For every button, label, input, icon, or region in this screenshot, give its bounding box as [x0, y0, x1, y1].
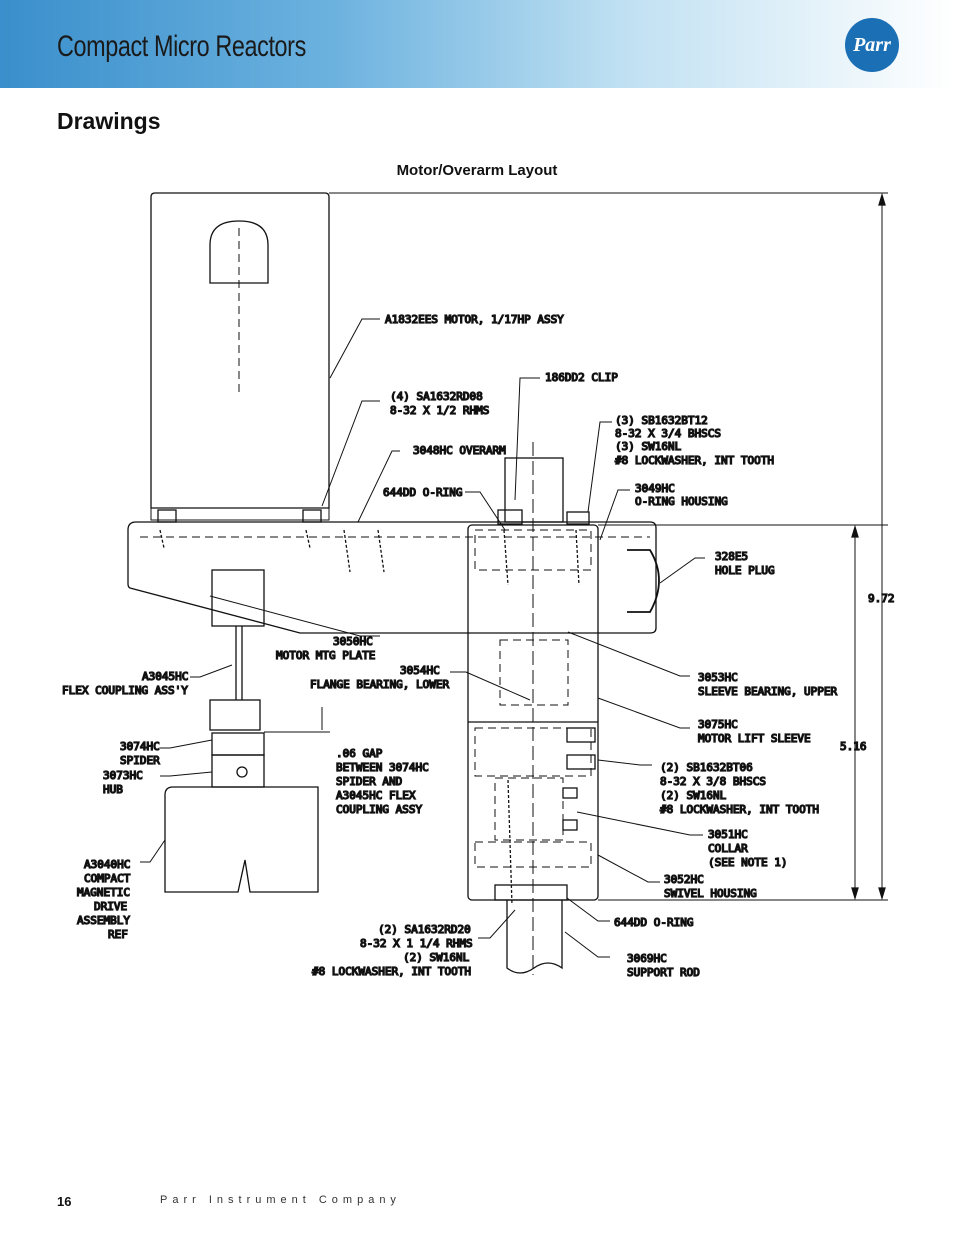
label-bhscs06-c: (2) SW16NL	[660, 789, 727, 802]
footer-company: Parr Instrument Company	[160, 1194, 401, 1206]
parr-logo: Parr	[845, 18, 899, 72]
label-dim-total: 9.72	[868, 592, 895, 605]
support-rod	[506, 900, 563, 974]
label-drive-f: REF	[108, 928, 128, 941]
label-drive-a: A3040HC	[84, 858, 130, 871]
label-support-b: SUPPORT ROD	[627, 966, 700, 979]
label-mtg-plate-a: 3050HC	[333, 635, 373, 648]
flex-coupling	[209, 699, 261, 731]
label-bhscs12-b: 8-32 X 3/4 BHSCS	[615, 427, 721, 440]
label-rhms20-d: #8 LOCKWASHER, INT TOOTH	[312, 965, 471, 978]
magnetic-drive-ref	[164, 786, 319, 893]
label-lift-sleeve-a: 3075HC	[698, 718, 738, 731]
label-oring-housing-a: 3049HC	[635, 482, 675, 495]
label-collar-c: (SEE NOTE 1)	[708, 856, 787, 869]
label-drive-b: COMPACT	[84, 872, 131, 885]
label-bhscs06-d: #8 LOCKWASHER, INT TOOTH	[660, 803, 819, 816]
label-support-a: 3069HC	[627, 952, 667, 965]
label-gap-e: COUPLING ASSY	[336, 803, 422, 816]
label-hub-b: HUB	[103, 783, 123, 796]
label-spider-b: SPIDER	[120, 754, 160, 767]
label-bhscs12-a: (3) SB1632BT12	[615, 414, 708, 427]
label-bhscs12-d: #8 LOCKWASHER, INT TOOTH	[615, 454, 774, 467]
label-swivel-b: SWIVEL HOUSING	[664, 887, 757, 900]
label-spider-a: 3074HC	[120, 740, 160, 753]
clip-shaft	[504, 457, 564, 523]
hub	[211, 754, 265, 788]
label-dim-lower: 5.16	[840, 740, 867, 753]
label-rhms20-b: 8-32 X 1 1/4 RHMS	[360, 937, 473, 950]
label-drive-e: ASSEMBLY	[77, 914, 130, 927]
drawing-title: Motor/Overarm Layout	[396, 162, 558, 179]
spider	[211, 732, 265, 756]
coupling-upper	[211, 569, 265, 627]
label-oring-housing-b: O-RING HOUSING	[635, 495, 728, 508]
label-gap-b: BETWEEN 3074HC	[336, 761, 429, 774]
page-header-title: Compact Micro Reactors	[57, 30, 306, 63]
label-flex-b: FLEX COUPLING ASS'Y	[62, 684, 188, 697]
label-gap-a: .06 GAP	[336, 747, 383, 760]
label-hole-plug-b: HOLE PLUG	[715, 564, 775, 577]
label-swivel-a: 3052HC	[664, 873, 704, 886]
motor-window	[209, 220, 269, 284]
label-rhms20-a: (2) SA1632RD20	[378, 923, 471, 936]
label-lift-sleeve-b: MOTOR LIFT SLEEVE	[698, 732, 811, 745]
label-hole-plug-a: 328E5	[715, 550, 748, 563]
label-rhms08-b: 8-32 X 1/2 RHMS	[390, 404, 489, 417]
label-oring-top: 644DD O-RING	[383, 486, 462, 499]
label-hub-a: 3073HC	[103, 769, 143, 782]
label-sleeve-bearing-a: 3053HC	[698, 671, 738, 684]
label-flex-a: A3045HC	[142, 670, 188, 683]
overarm-plate	[127, 521, 657, 634]
label-collar-b: COLLAR	[708, 842, 748, 855]
label-drive-d: DRIVE	[94, 900, 127, 913]
label-flange-a: 3054HC	[400, 664, 440, 677]
motor-body	[150, 192, 330, 509]
label-gap-d: A3045HC FLEX	[336, 789, 416, 802]
label-oring-bottom: 644DD O-RING	[614, 916, 693, 929]
label-sleeve-bearing-b: SLEEVE BEARING, UPPER	[698, 685, 837, 698]
label-gap-c: SPIDER AND	[336, 775, 402, 788]
label-flange-b: FLANGE BEARING, LOWER	[310, 678, 449, 691]
label-bhscs06-b: 8-32 X 3/8 BHSCS	[660, 775, 766, 788]
swivel-housing	[494, 884, 568, 901]
label-overarm: 3048HC OVERARM	[413, 444, 506, 457]
section-title: Drawings	[57, 108, 161, 134]
label-bhscs06-a: (2) SB1632BT06	[660, 761, 753, 774]
label-motor: A1832EES MOTOR, 1/17HP ASSY	[385, 313, 564, 326]
label-drive-c: MAGNETIC	[77, 886, 130, 899]
label-clip: 186DD2 CLIP	[545, 371, 618, 384]
label-rhms20-c: (2) SW16NL	[403, 951, 470, 964]
label-mtg-plate-b: MOTOR MTG PLATE	[276, 649, 375, 662]
header-banner	[0, 0, 954, 88]
page-number: 16	[57, 1194, 72, 1209]
label-bhscs12-c: (3) SW16NL	[615, 440, 682, 453]
label-collar-a: 3051HC	[708, 828, 748, 841]
label-rhms08-a: (4) SA1632RD08	[390, 390, 483, 403]
